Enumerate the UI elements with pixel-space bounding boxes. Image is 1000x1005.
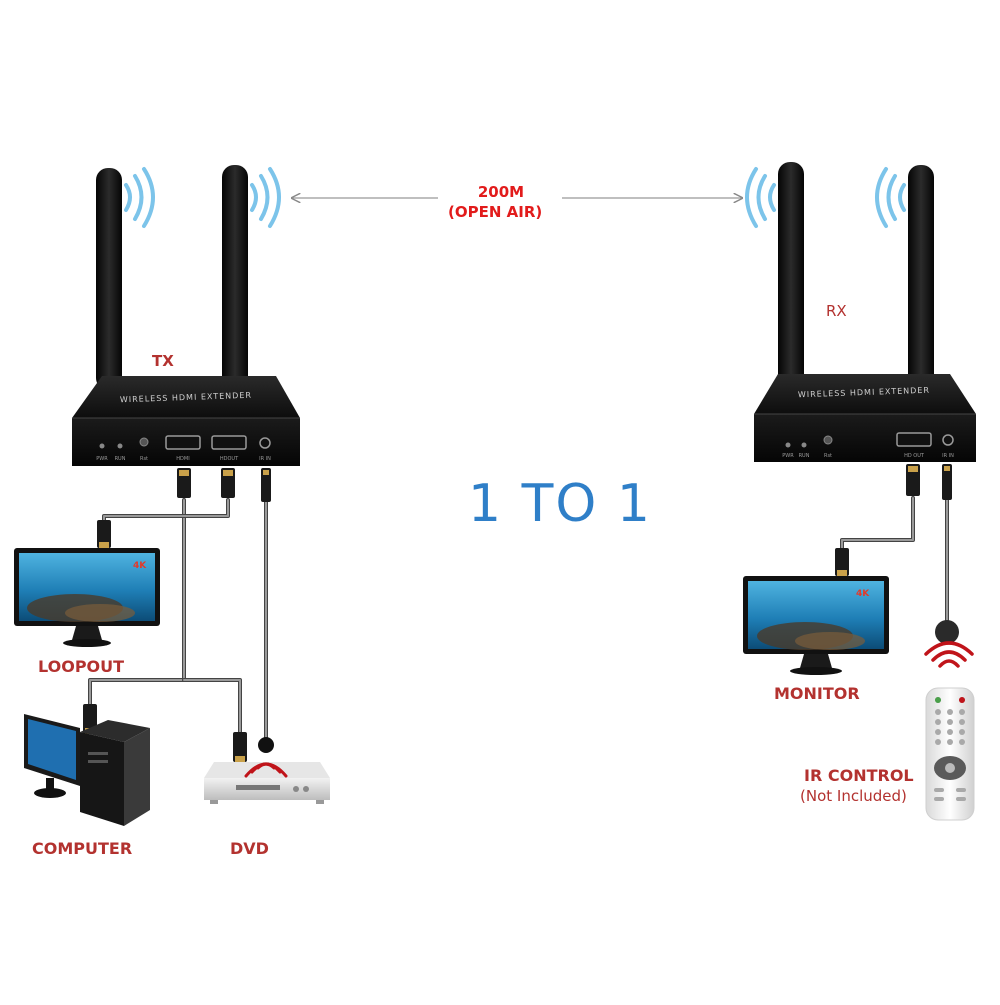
distance-label: 200M bbox=[466, 183, 536, 201]
tx-port-hdmi: HDMI bbox=[176, 456, 189, 462]
rx-port-run: RUN bbox=[799, 453, 810, 459]
dvd-label: DVD bbox=[230, 839, 269, 858]
monitor-label: MONITOR bbox=[774, 684, 860, 703]
tx-label: TX bbox=[152, 352, 174, 370]
rx-port-hdout: HD OUT bbox=[904, 453, 925, 459]
dvd-player bbox=[204, 762, 330, 804]
tx-antenna-right bbox=[222, 165, 248, 390]
wifi-icon bbox=[124, 167, 281, 228]
rx-port-rst: Rst bbox=[824, 453, 832, 459]
tx-antenna-left bbox=[96, 168, 122, 390]
tx-unit: WIRELESS HDMI EXTENDER PWR RUN Rst HDMI … bbox=[72, 165, 300, 466]
rx-antenna-right bbox=[908, 165, 934, 387]
rx-label: RX bbox=[826, 302, 847, 320]
tx-port-run: RUN bbox=[115, 456, 126, 462]
loopout-label: LOOPOUT bbox=[38, 657, 125, 676]
rx-antenna-left bbox=[778, 162, 804, 390]
ir-remote bbox=[924, 641, 975, 821]
rx-unit: WIRELESS HDMI EXTENDER PWR RUN Rst HD OU… bbox=[745, 162, 976, 462]
loopout-monitor: 4K bbox=[14, 548, 160, 647]
computer-label: COMPUTER bbox=[32, 839, 133, 858]
tx-port-irin: IR IN bbox=[259, 456, 271, 462]
ir-control-label: IR CONTROL bbox=[804, 766, 914, 785]
rx-port-irin: IR IN bbox=[942, 453, 954, 459]
tx-port-hdout: HDOUT bbox=[220, 456, 239, 462]
rx-connectors bbox=[835, 464, 959, 644]
screen-badge: 4K bbox=[133, 561, 147, 571]
tx-port-rst: Rst bbox=[140, 456, 148, 462]
ir-control-note: (Not Included) bbox=[800, 787, 907, 805]
ir-signal-icon bbox=[924, 641, 974, 668]
screen-badge-rx: 4K bbox=[856, 589, 870, 599]
rx-port-pwr: PWR bbox=[782, 453, 794, 459]
center-title: 1 TO 1 bbox=[468, 474, 652, 534]
ir-signal-icon bbox=[244, 762, 288, 778]
distance-line1: 200M bbox=[477, 183, 525, 201]
tx-port-pwr: PWR bbox=[96, 456, 108, 462]
distance-line2: (OPEN AIR) bbox=[448, 203, 543, 221]
rx-monitor: 4K bbox=[743, 576, 889, 675]
computer bbox=[24, 714, 150, 826]
wifi-icon bbox=[745, 167, 906, 228]
